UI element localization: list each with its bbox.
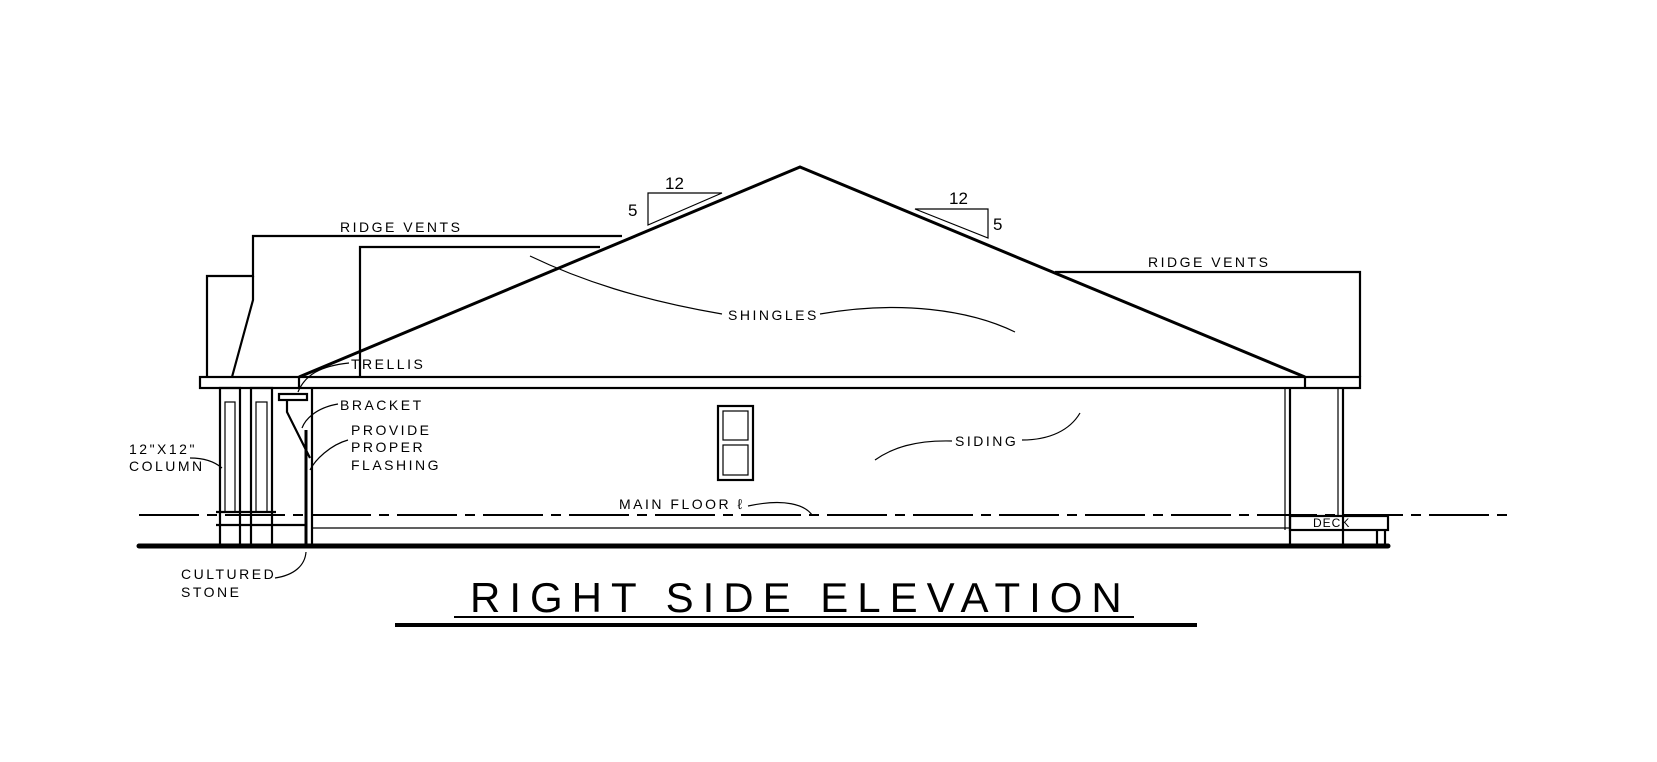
deck-label: DECK bbox=[1313, 516, 1350, 530]
main-floor-label: MAIN FLOOR ℓ bbox=[619, 496, 745, 512]
column-label: 12"X12" bbox=[129, 441, 197, 457]
wall-siding bbox=[310, 388, 1292, 546]
flashing-label: FLASHING bbox=[351, 457, 441, 473]
eave-fascia bbox=[198, 375, 1362, 390]
bracket-label: BRACKET bbox=[340, 397, 424, 413]
slope-rise: 5 bbox=[993, 215, 1002, 234]
drawing-title: RIGHT SIDE ELEVATION bbox=[470, 574, 1131, 621]
shingles-label: SHINGLES bbox=[728, 307, 819, 323]
flashing-label: PROPER bbox=[351, 439, 425, 455]
slope-indicator-right: 12 5 bbox=[914, 189, 1002, 239]
leader-arrows bbox=[189, 255, 1081, 579]
window bbox=[716, 404, 755, 482]
ridge-vents-label: RIDGE VENTS bbox=[340, 219, 462, 235]
trellis-label: TRELLIS bbox=[351, 356, 425, 372]
trellis-bracket bbox=[277, 392, 311, 546]
cultured-stone-label: STONE bbox=[181, 584, 241, 600]
cultured-stone-label: CULTURED bbox=[181, 566, 276, 582]
slope-rise: 5 bbox=[628, 201, 637, 220]
flashing-label: PROVIDE bbox=[351, 422, 432, 438]
hip-roof bbox=[298, 165, 1306, 379]
column-label: COLUMN bbox=[129, 458, 205, 474]
slope-run: 12 bbox=[665, 174, 684, 193]
deck bbox=[1288, 388, 1390, 546]
siding-label: SIDING bbox=[955, 433, 1018, 449]
ridge-vents-label: RIDGE VENTS bbox=[1148, 254, 1270, 270]
slope-indicator-left: 5 12 bbox=[628, 174, 723, 226]
rear-roof-masses bbox=[205, 234, 1362, 378]
porch-columns bbox=[216, 386, 306, 548]
slope-run: 12 bbox=[949, 189, 968, 208]
